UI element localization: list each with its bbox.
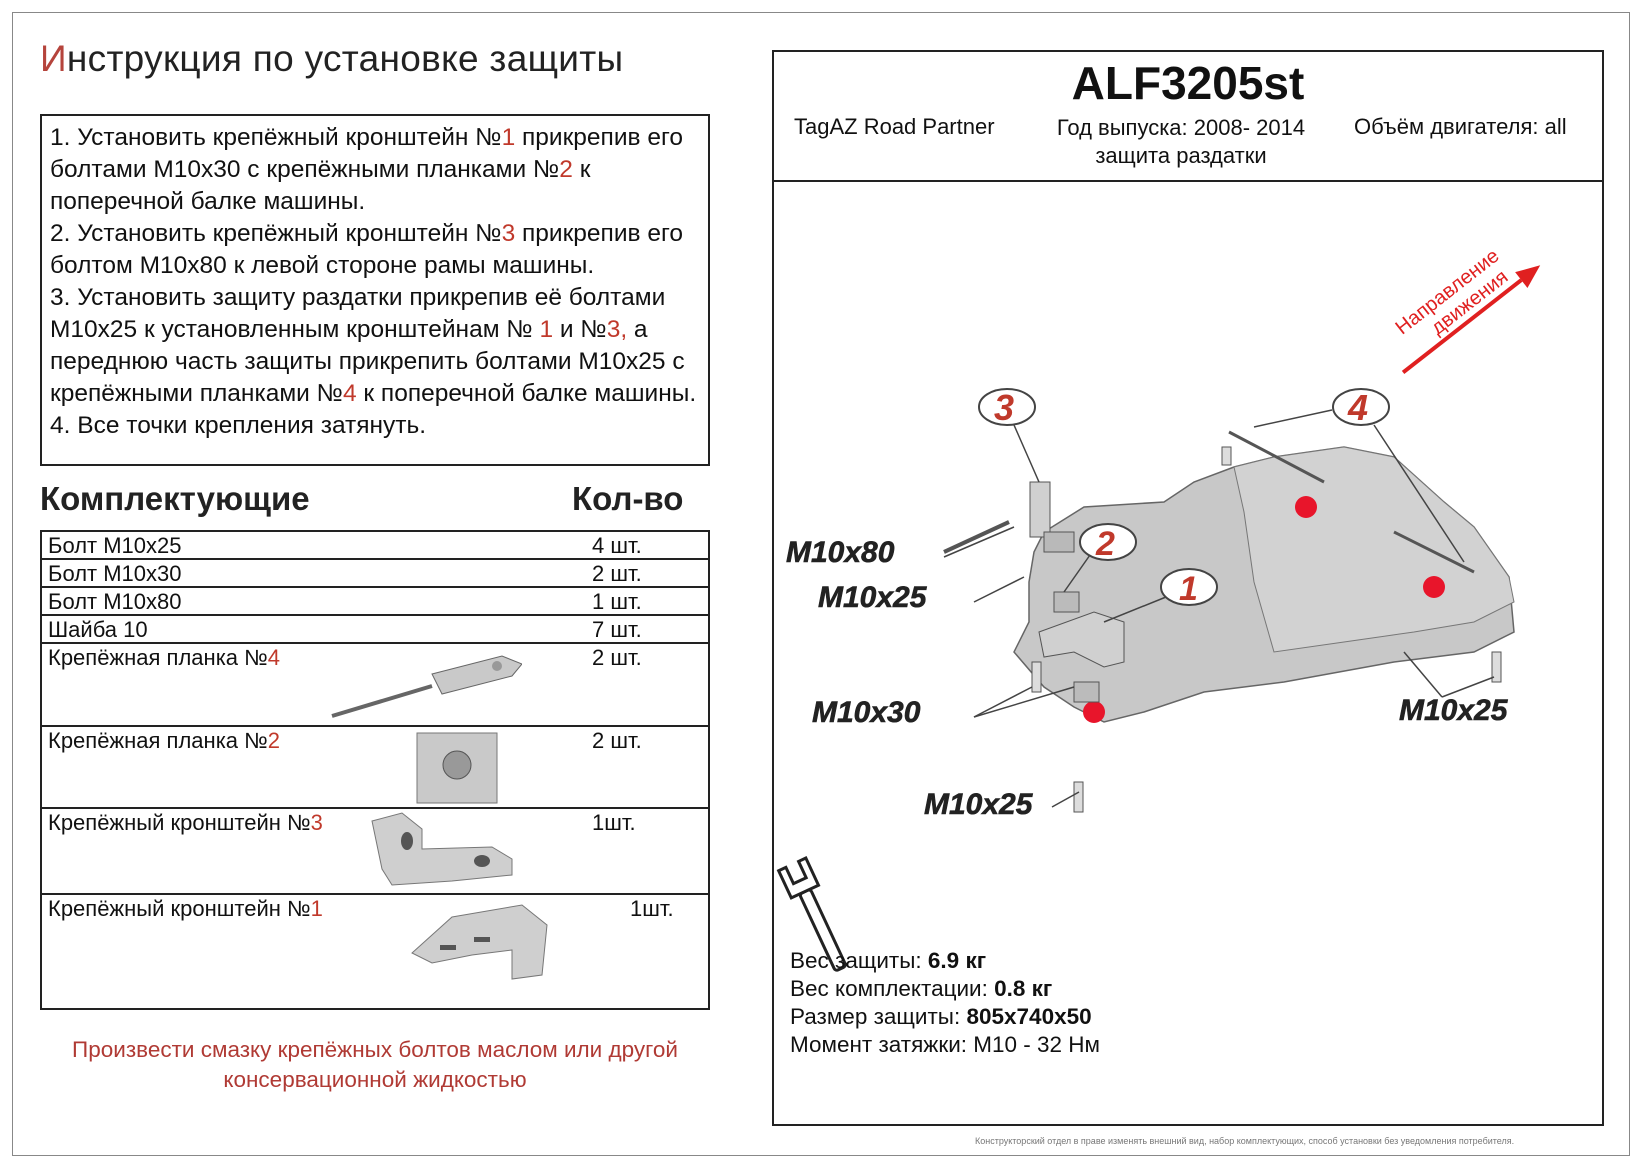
instruction-step: 3. Установить защиту раздатки прикрепив … bbox=[50, 284, 697, 407]
part-qty: 2 шт. bbox=[592, 561, 642, 586]
part-qty: 1шт. bbox=[630, 896, 674, 921]
part-name: Крепёжный кронштейн №3 bbox=[48, 810, 323, 835]
spec-line: Вес комплектации: 0.8 кг bbox=[790, 976, 1053, 1001]
bracket-3 bbox=[943, 481, 1075, 554]
part-illustration bbox=[416, 732, 498, 804]
spec-line: Момент затяжки: М10 - 32 Нм bbox=[790, 1032, 1101, 1057]
bolts bbox=[1031, 446, 1502, 813]
lubrication-note: Произвести смазку крепёжных болтов масло… bbox=[72, 1037, 678, 1092]
direction-arrow: Направление движения bbox=[1391, 245, 1541, 374]
callout-1: 1 bbox=[1179, 570, 1198, 608]
part-qty: 7 шт. bbox=[592, 617, 642, 642]
skid-plate bbox=[1013, 446, 1515, 723]
bolt-label-m10x25-right: M10x25 bbox=[1399, 694, 1509, 727]
parts-row: Болт М10х25 4 шт. bbox=[42, 532, 708, 560]
parts-row: Крепёжная планка №4 2 шт. bbox=[42, 644, 708, 727]
page-frame bbox=[12, 12, 1630, 1156]
assembly-diagram: Направление движения bbox=[776, 245, 1541, 972]
callout-2: 2 bbox=[1095, 525, 1115, 563]
part-qty: 1 шт. bbox=[592, 589, 642, 614]
product-code: ALF3205st bbox=[1071, 57, 1305, 109]
instructions-box: 1. Установить крепёжный кронштейн №1 при… bbox=[40, 114, 710, 466]
part-illustration bbox=[331, 655, 522, 718]
part-name: Болт М10х80 bbox=[48, 589, 182, 614]
part-qty: 2 шт. bbox=[592, 645, 642, 670]
instruction-step: 4. Все точки крепления затянуть. bbox=[50, 412, 427, 439]
page-title: Инструкция по установке защиты bbox=[40, 38, 624, 79]
parts-row: Крепёжный кронштейн №3 1шт. bbox=[42, 809, 708, 895]
vehicle-model: TagAZ Road Partner bbox=[794, 114, 995, 139]
plate-4 bbox=[1228, 430, 1475, 574]
bolt-label-m10x25-bottom: M10x25 bbox=[924, 788, 1034, 821]
part-name: Шайба 10 bbox=[48, 617, 148, 642]
part-name: Болт М10х25 bbox=[48, 533, 182, 558]
bolt-label-m10x80: M10x80 bbox=[786, 536, 895, 569]
parts-row: Крепёжная планка №2 2 шт. bbox=[42, 727, 708, 809]
engine-volume: Объём двигателя: all bbox=[1354, 114, 1567, 139]
spec-line: Размер защиты: 805х740х50 bbox=[790, 1004, 1092, 1029]
part-name: Крепёжная планка №2 bbox=[48, 728, 281, 753]
bolt-label-m10x25-left: M10x25 bbox=[818, 581, 928, 614]
callout-3: 3 bbox=[994, 387, 1014, 428]
footnote: Конструкторский отдел в праве изменять в… bbox=[975, 1136, 1515, 1146]
part-name: Крепёжный кронштейн №1 bbox=[48, 896, 323, 921]
mount-point-red bbox=[1295, 496, 1317, 518]
part-qty: 4 шт. bbox=[592, 533, 642, 558]
qty-heading: Кол-во bbox=[572, 480, 684, 517]
bolt-label-m10x30: M10x30 bbox=[812, 696, 921, 729]
instruction-step: 2. Установить крепёжный кронштейн №3 при… bbox=[50, 220, 683, 279]
parts-row: Болт М10х80 1 шт. bbox=[42, 588, 708, 616]
part-illustration bbox=[371, 812, 513, 886]
part-qty: 2 шт. bbox=[592, 728, 642, 753]
parts-row: Болт М10х30 2 шт. bbox=[42, 560, 708, 588]
parts-heading: Комплектующие bbox=[40, 480, 310, 517]
parts-row: Крепёжный кронштейн №1 1шт. bbox=[42, 895, 708, 988]
mount-point-red bbox=[1423, 576, 1445, 598]
bracket-1 bbox=[1038, 591, 1125, 703]
wrench-icon bbox=[776, 856, 847, 972]
mount-point-red bbox=[1083, 701, 1105, 723]
callout-4: 4 bbox=[1347, 387, 1368, 428]
part-illustration bbox=[411, 904, 548, 980]
part-qty: 1шт. bbox=[592, 810, 636, 835]
part-name: Крепёжная планка №4 bbox=[48, 645, 281, 670]
parts-row: Шайба 10 7 шт. bbox=[42, 616, 708, 644]
product-type: защита раздатки bbox=[1095, 143, 1267, 168]
instruction-step: 1. Установить крепёжный кронштейн №1 при… bbox=[50, 124, 683, 215]
product-header: ALF3205st TagAZ Road Partner Год выпуска… bbox=[774, 52, 1602, 182]
spec-line: Вес защиты: 6.9 кг bbox=[790, 948, 987, 973]
product-panel: ALF3205st TagAZ Road Partner Год выпуска… bbox=[772, 50, 1604, 1126]
part-name: Болт М10х30 bbox=[48, 561, 182, 586]
